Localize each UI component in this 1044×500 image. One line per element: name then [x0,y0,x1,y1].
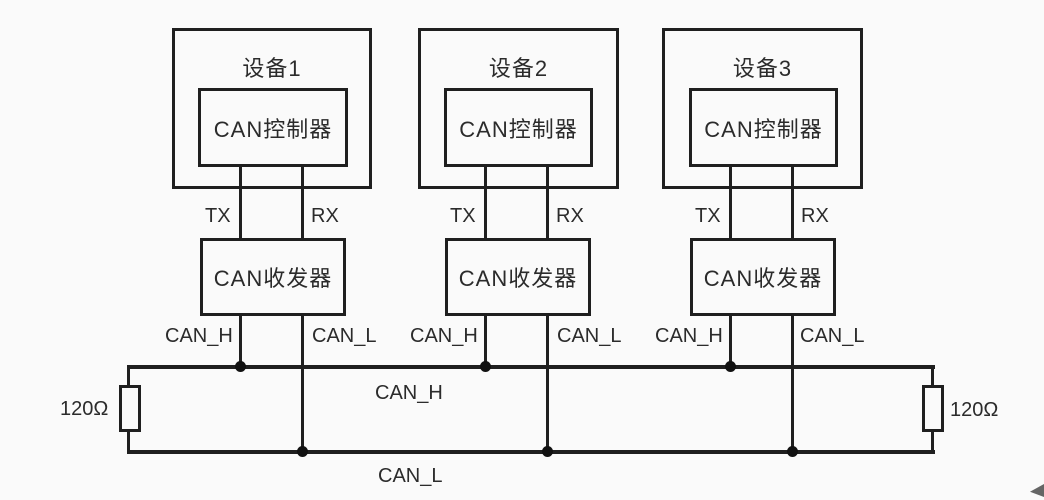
device-title-3: 设备3 [732,56,793,81]
junction-dot-canh-1 [235,361,246,372]
can-controller-box-3: CAN控制器 [689,88,838,167]
can-h-pin-label-2: CAN_H [410,325,478,347]
can-h-drop-wire-2 [484,314,487,369]
tx-wire-1 [239,164,242,238]
resistor-value-left: 120Ω [60,398,109,420]
can-transceiver-label-2: CAN收发器 [458,266,578,291]
rx-label-1: RX [311,205,339,227]
can-controller-label-3: CAN控制器 [704,116,823,142]
can-controller-label-1: CAN控制器 [213,116,333,142]
can-l-drop-wire-2 [546,314,549,454]
terminator-resistor-right [922,385,944,432]
can-l-pin-label-3: CAN_L [800,325,865,347]
terminator-resistor-left [119,385,141,432]
tx-wire-2 [484,164,487,238]
rx-wire-3 [791,164,794,238]
can-h-drop-wire-1 [239,314,242,369]
rx-label-3: RX [801,205,829,227]
can-transceiver-label-1: CAN收发器 [213,266,333,291]
bus-line-can-h [127,365,935,369]
can-l-drop-wire-3 [791,314,794,454]
can-l-drop-wire-1 [301,314,304,454]
tx-label-1: TX [205,205,231,227]
device-title-2: 设备2 [488,56,549,81]
device-box-2: 设备2 [418,28,619,189]
can-h-drop-wire-3 [729,314,732,369]
can-transceiver-label-3: CAN收发器 [703,266,823,291]
bus-label-can-l: CAN_L [378,465,443,487]
bus-line-can-l [127,450,935,454]
junction-dot-canl-1 [297,446,308,457]
device-box-3: 设备3 [662,28,863,189]
tx-label-2: TX [450,205,476,227]
resistor-value-right: 120Ω [950,399,999,421]
rx-wire-1 [301,164,304,238]
tx-wire-3 [729,164,732,238]
rx-wire-2 [546,164,549,238]
can-controller-box-1: CAN控制器 [198,88,348,167]
bus-label-can-h: CAN_H [375,382,443,404]
can-transceiver-box-3: CAN收发器 [690,238,836,316]
can-l-pin-label-2: CAN_L [557,325,622,347]
can-l-pin-label-1: CAN_L [312,325,377,347]
edge-cursor-artifact [1030,484,1044,497]
device-box-1: 设备1 [172,28,372,189]
junction-dot-canh-2 [480,361,491,372]
can-transceiver-box-2: CAN收发器 [445,238,591,316]
can-h-pin-label-3: CAN_H [655,325,723,347]
rx-label-2: RX [556,205,584,227]
junction-dot-canl-2 [542,446,553,457]
can-h-pin-label-1: CAN_H [165,325,233,347]
can-transceiver-box-1: CAN收发器 [200,238,346,316]
tx-label-3: TX [695,205,721,227]
junction-dot-canl-3 [787,446,798,457]
can-controller-label-2: CAN控制器 [459,116,578,142]
device-title-1: 设备1 [242,56,302,81]
can-controller-box-2: CAN控制器 [444,88,593,167]
junction-dot-canh-3 [725,361,736,372]
